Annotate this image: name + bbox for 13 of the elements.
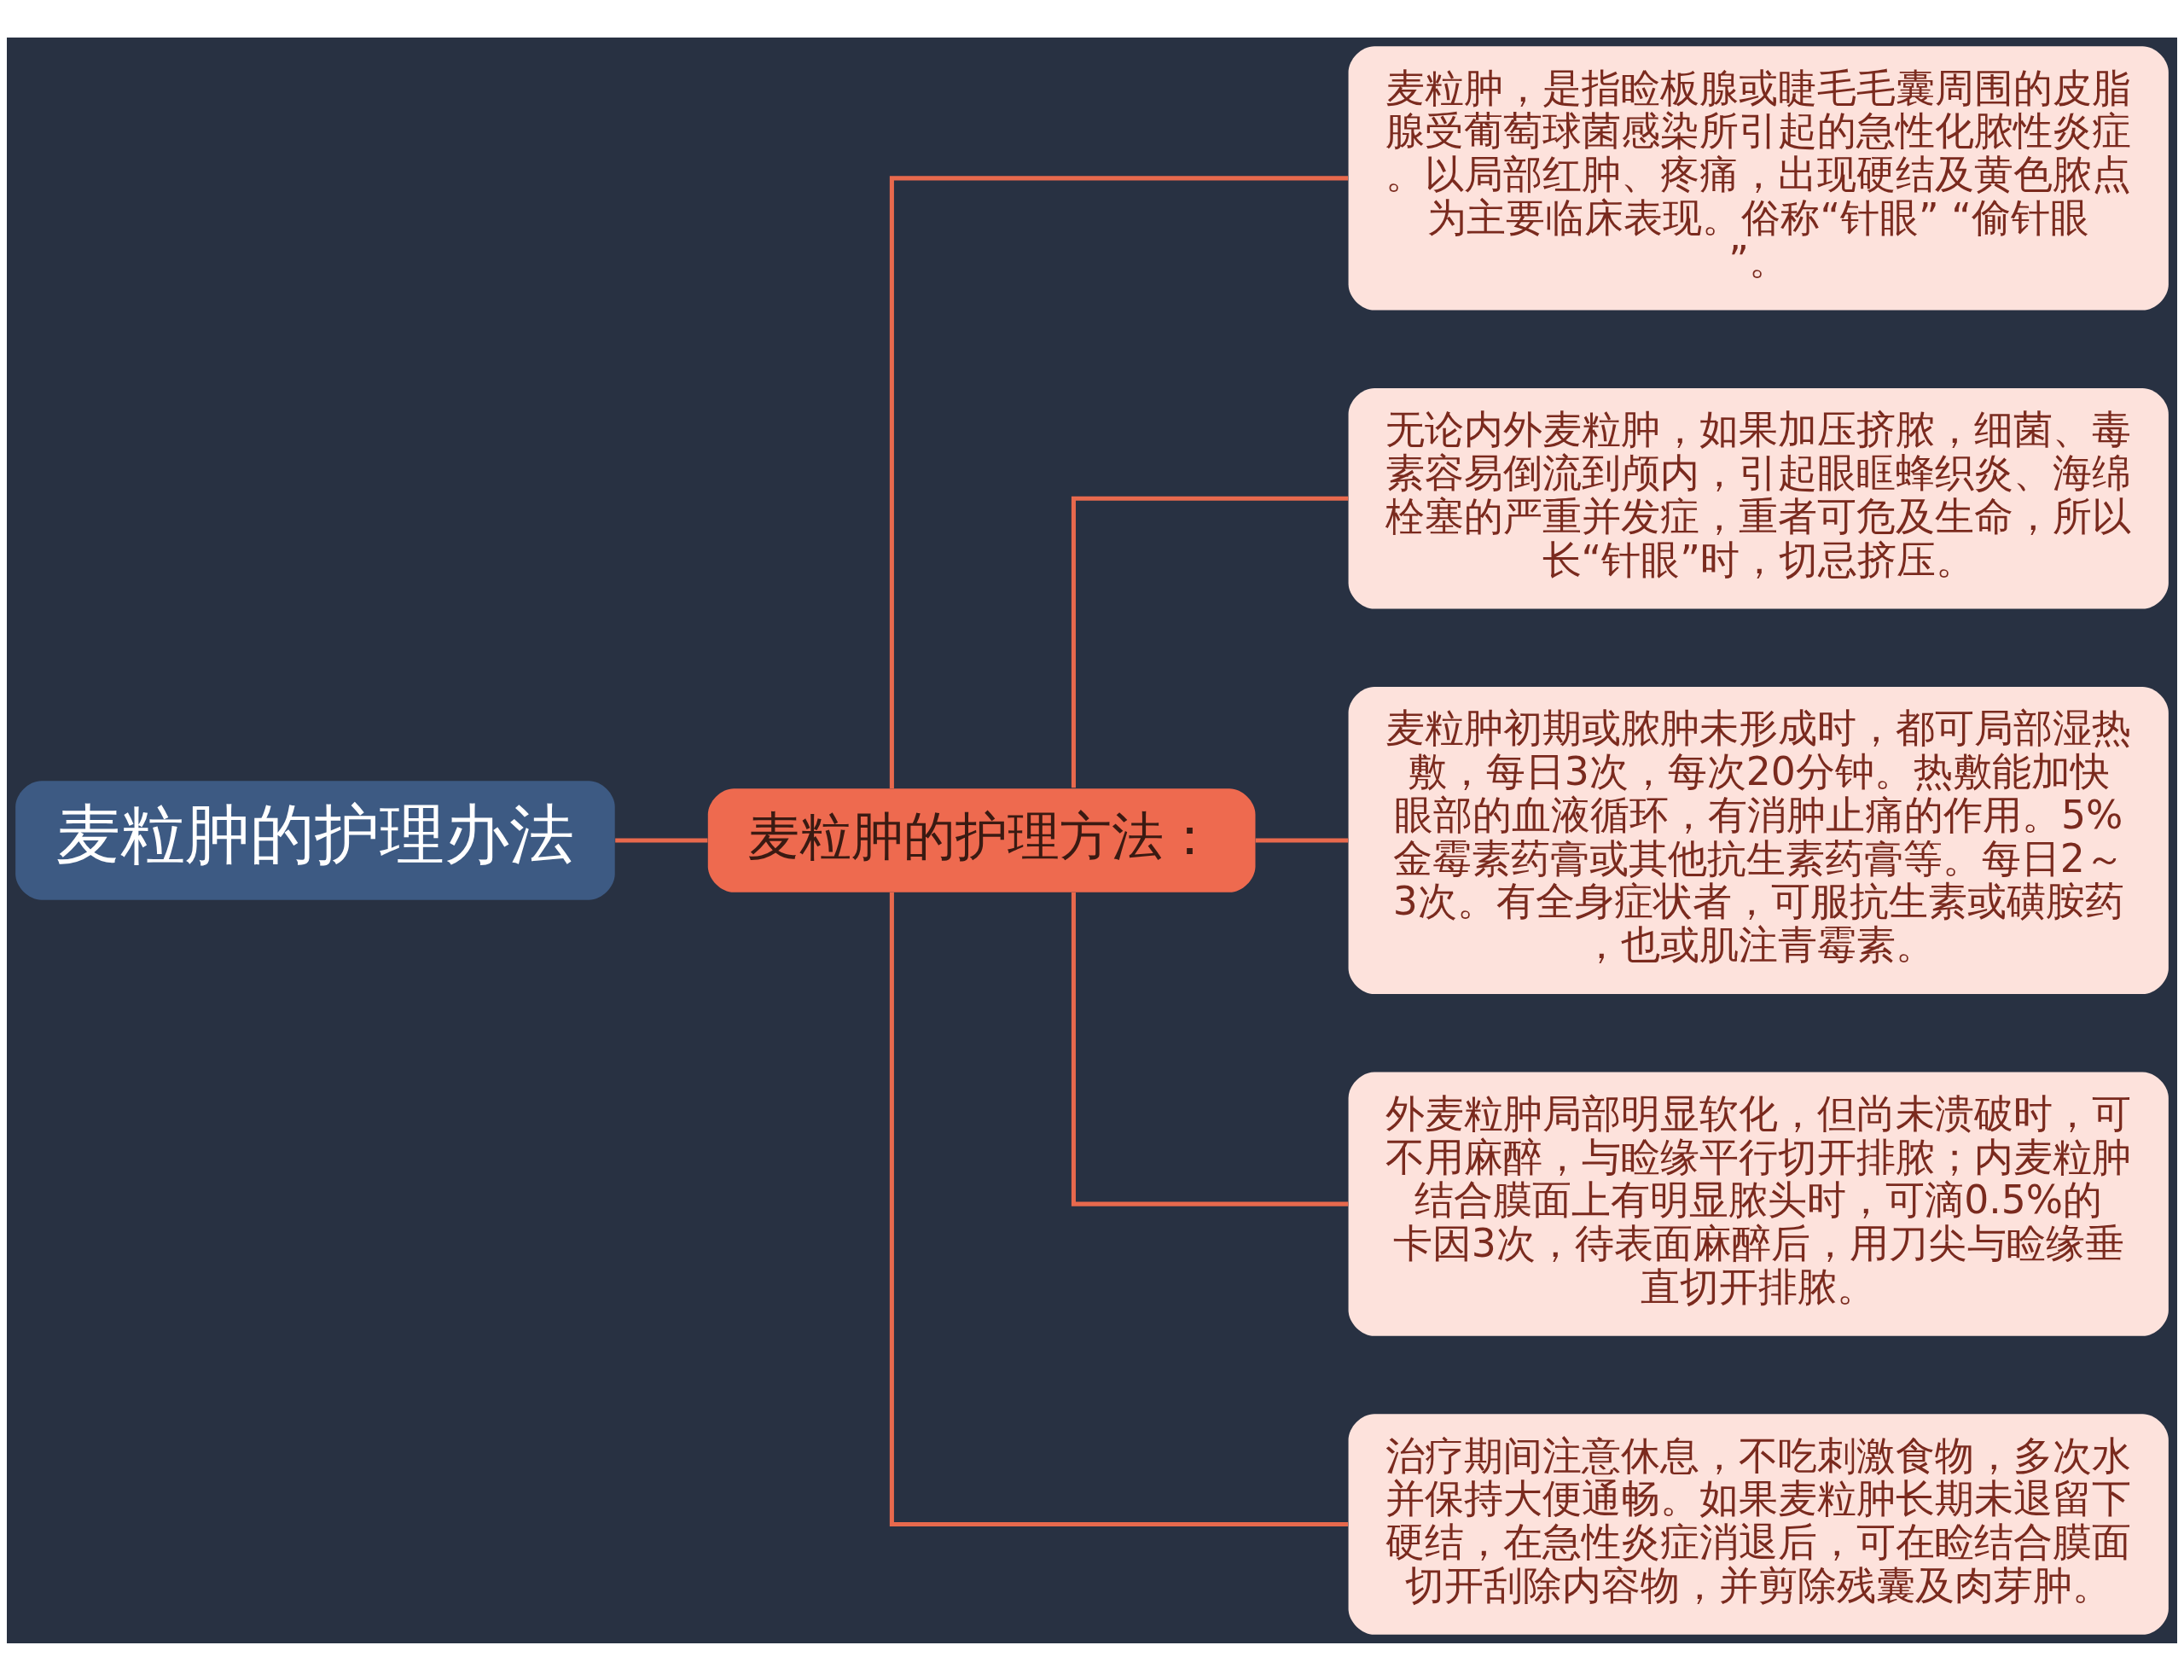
node-box: 治疗期间注意休息，不吃刺激食物，多次水并保持大便通畅。如果麦粒肿长期未退留下硬结，在急性炎症消退后，可在睑结合膜面切开刮除内容物，并剪除残囊及肉芽肿。 bbox=[1348, 1413, 2169, 1635]
connector bbox=[615, 837, 708, 843]
connector bbox=[1071, 496, 1349, 788]
node-box: 麦粒肿的护理办法 bbox=[15, 780, 615, 900]
connector bbox=[889, 175, 1349, 788]
node-box: 麦粒肿的护理方法： bbox=[707, 788, 1256, 892]
connector bbox=[1071, 892, 1349, 1206]
connector bbox=[889, 892, 1349, 1526]
node-box: 外麦粒肿局部明显软化，但尚未溃破时，可不用麻醉，与睑缘平行切开排脓；内麦粒肿结合膜面上有明显脓头时，可滴0.5%的卡因3次，待表面麻醉后，用刀尖与睑缘垂直切开排脓。 bbox=[1348, 1071, 2169, 1336]
connector bbox=[1255, 837, 1349, 843]
node-box: 麦粒肿初期或脓肿未形成时，都可局部湿热敷，每日3次，每次20分钟。热敷能加快眼部的血液循环，有消肿止痛的作用。5%金霉素药膏或其他抗生素药膏等。每日2～3次。有全身症状者，可服抗生素或磺胺药，也或肌注青霉素。 bbox=[1348, 686, 2169, 994]
node-box: 麦粒肿，是指睑板腺或睫毛毛囊周围的皮脂腺受葡萄球菌感染所引起的急性化脓性炎症。以局部红肿、疼痛，出现硬结及黄色脓点为主要临床表现。俗称“针眼” “偷针眼”。 bbox=[1348, 45, 2169, 311]
node-box: 无论内外麦粒肿，如果加压挤脓，细菌、毒素容易倒流到颅内，引起眼眶蜂织炎、海绵栓塞的严重并发症，重者可危及生命，所以长“针眼”时，切忌挤压。 bbox=[1348, 387, 2169, 609]
